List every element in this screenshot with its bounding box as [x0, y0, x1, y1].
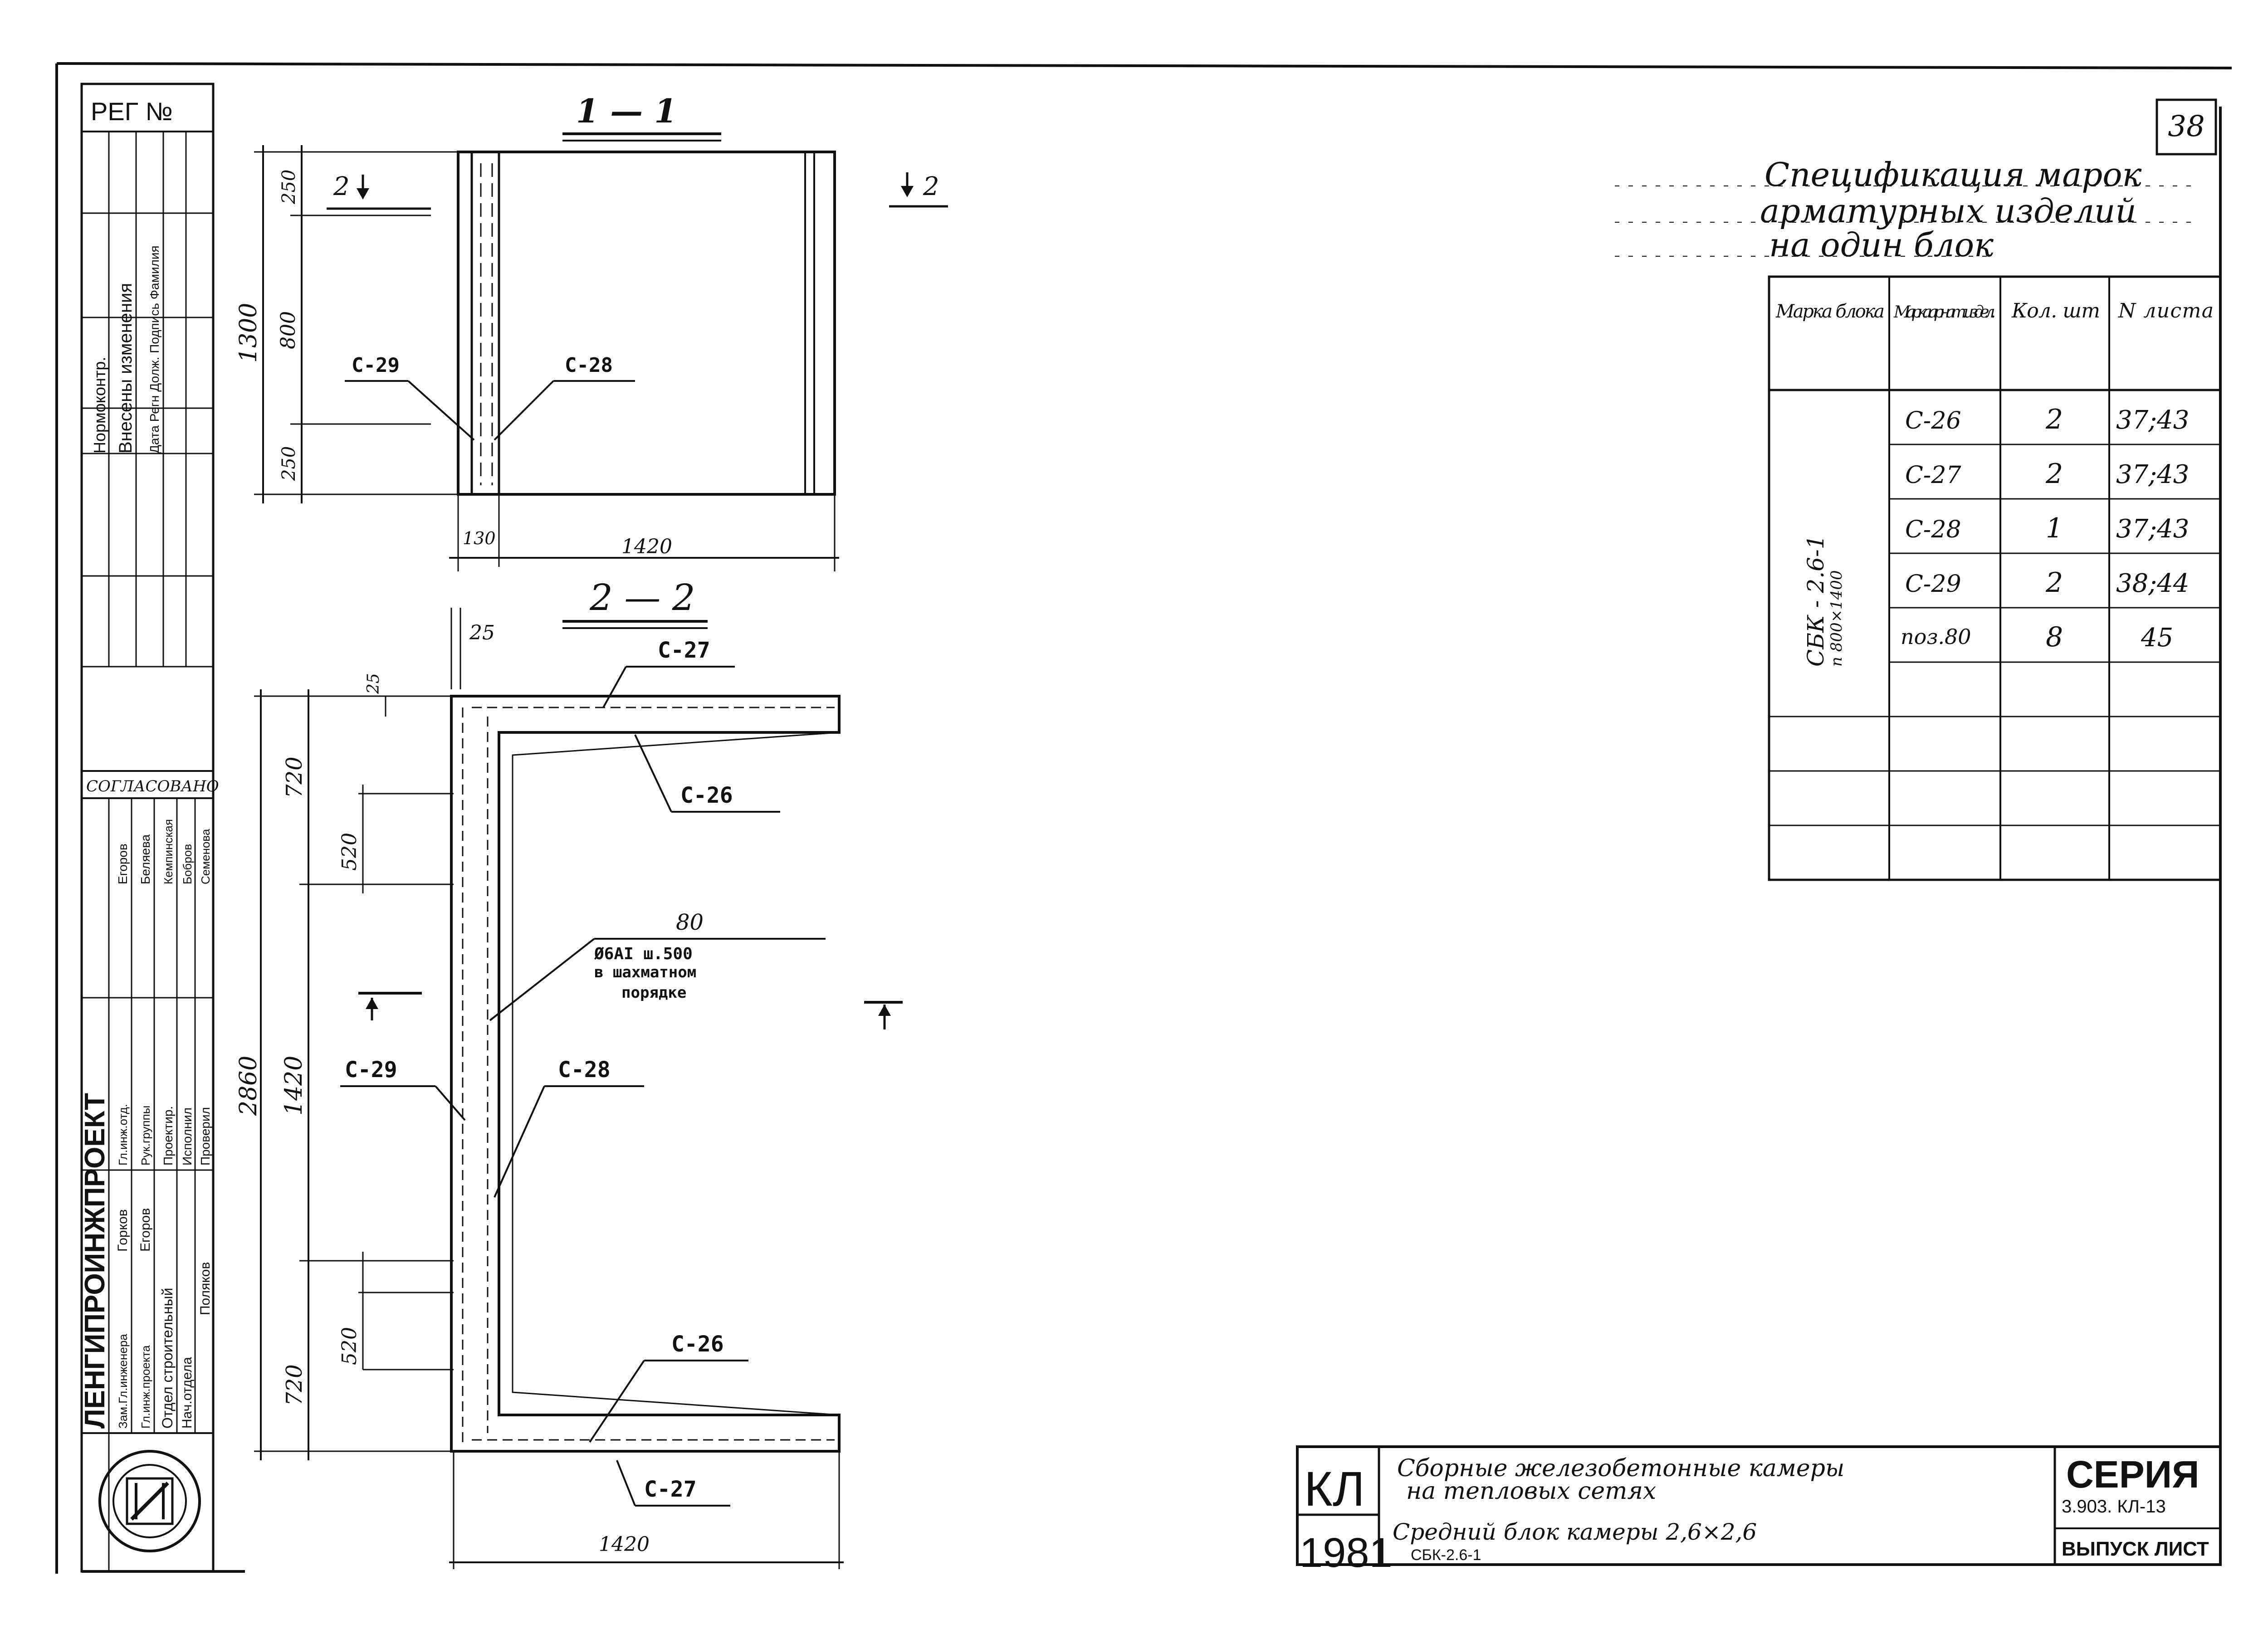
role-8: Исполнил: [180, 1107, 194, 1166]
changes-header-3: Дата Регн Долж. Подпись Фамилия: [147, 245, 161, 454]
section-1-1: 1 — 1 250 800 250 1300 2 2 С-29 С-: [235, 92, 948, 571]
name-8: Семенова: [199, 829, 212, 884]
spec-header-sheet: N листа: [2118, 299, 2214, 322]
spec-header-item: Марка арнат. издел.: [1893, 303, 1996, 322]
sheet-number-box: 38: [2156, 98, 2217, 156]
dim-1420-top: 1420: [621, 535, 672, 558]
spec-row-2-qty: 2: [2045, 458, 2063, 490]
spec-row-1-mark: С-26: [1905, 407, 1961, 434]
cut-mark-right-label: 2: [923, 172, 939, 201]
role-2: Гл.инж.проекта: [139, 1345, 152, 1429]
org-logo: [98, 1450, 201, 1552]
dim-130: 130: [463, 528, 496, 548]
name-5: Беляева: [138, 834, 152, 884]
s2-label-c27-bot: С-27: [644, 1477, 697, 1502]
dim-25-v: 25: [364, 673, 383, 694]
spec-header-block: Марка блока: [1775, 301, 1885, 322]
role-7: Проектир.: [161, 1106, 175, 1166]
spec-row-2-sheet: 37;43: [2116, 460, 2189, 489]
spec-row-4-sheet: 38;44: [2116, 569, 2189, 598]
s2-label-80: 80: [676, 910, 704, 935]
sheet-number: 38: [2168, 110, 2204, 143]
s2-label-c26-bot: С-26: [671, 1332, 724, 1357]
dim-250-bot: 250: [279, 446, 299, 481]
title-line-4: СБК-2.6-1: [1411, 1546, 1481, 1564]
spec-block-mark: СБК - 2.6-1: [1803, 535, 1829, 667]
dim-1300: 1300: [235, 303, 262, 363]
dim-720-bot: 720: [282, 1364, 307, 1406]
section-2-2-title: 2 — 2: [589, 576, 695, 619]
title-year: 1981: [1300, 1530, 1393, 1576]
dim-1420-mid: 1420: [280, 1056, 308, 1116]
title-line-3: Средний блок камеры 2,6×2,6: [1393, 1519, 1757, 1545]
issue-sheet-label: ВЫПУСК ЛИСТ: [2062, 1538, 2209, 1560]
org-name: ЛЕНГИПРОИНЖПРОЕКТ: [79, 1093, 111, 1429]
dim-800: 800: [277, 311, 300, 349]
name-4: Егоров: [116, 844, 130, 884]
changes-header-2: Внесены изменения: [116, 283, 136, 454]
side-stamp: РЕГ № Нормоконтр. Внесены изменения Дата…: [79, 83, 219, 1573]
specification: Спецификация марок арматурных изделий на…: [1615, 156, 2222, 881]
cut-mark-left-label: 2: [333, 172, 350, 201]
s2-note-line2: в шахматном: [594, 963, 696, 981]
title-line-1: Сборные железобетонные камеры: [1397, 1455, 1844, 1482]
dim-1420-bot: 1420: [599, 1533, 650, 1556]
role-3: Отдел строительный: [159, 1288, 176, 1429]
dim-520-bot: 520: [338, 1327, 361, 1365]
role-5: Гл.инж.отд.: [116, 1104, 130, 1166]
spec-row-4-mark: С-29: [1905, 571, 1961, 598]
changes-header-1: Нормоконтр.: [90, 357, 109, 454]
role-4: Нач.отдела: [180, 1357, 195, 1429]
name-2: Егоров: [138, 1208, 153, 1252]
reg-label: РЕГ №: [91, 97, 173, 126]
role-1: Зам.Гл.инженера: [116, 1334, 130, 1429]
spec-row-2-mark: С-27: [1905, 462, 1961, 489]
spec-header-qty: Кол. шт: [2011, 299, 2100, 322]
sheet-frame: [55, 62, 2232, 1574]
spec-title-3: на один блок: [1769, 226, 1994, 264]
s2-label-c28: С-28: [558, 1057, 611, 1083]
s2-label-c26-top: С-26: [680, 783, 733, 808]
spec-row-3-qty: 1: [2046, 512, 2063, 544]
name-6: Кемпинская: [161, 819, 175, 884]
agreed-label: СОГЛАСОВАНО: [86, 777, 219, 795]
spec-title-1: Спецификация марок: [1765, 156, 2142, 194]
dim-2860: 2860: [235, 1056, 262, 1116]
spec-row-5-qty: 8: [2046, 621, 2063, 653]
spec-row-3-sheet: 37;43: [2116, 514, 2189, 544]
s2-label-c27-top: С-27: [658, 638, 710, 663]
spec-row-5-mark: поз.80: [1901, 624, 1971, 649]
series-label: СЕРИЯ: [2066, 1453, 2199, 1496]
dim-720-top: 720: [282, 756, 307, 798]
dim-250-top: 250: [279, 170, 299, 205]
section-2-2: 2 — 2 720 520 1420 2860 520 720 25 25: [235, 576, 903, 1569]
spec-row-4-qty: 2: [2045, 567, 2063, 599]
series-number: 3.903. КЛ-13: [2062, 1497, 2166, 1517]
spec-row-1-qty: 2: [2045, 404, 2063, 435]
s2-note-line3: порядке: [621, 984, 686, 1002]
dim-520-top: 520: [338, 833, 361, 871]
role-9: Проверил: [198, 1107, 212, 1166]
section-1-1-title: 1 — 1: [576, 92, 677, 130]
s2-note-line1: Ø6АI ш.500: [594, 945, 693, 963]
title-block: КЛ 1981 Сборные железобетонные камеры на…: [1296, 1445, 2222, 1576]
s2-label-c29: С-29: [345, 1057, 397, 1083]
s1-label-c29: С-29: [352, 354, 400, 377]
name-7: Бобров: [181, 844, 194, 884]
spec-row-1-sheet: 37;43: [2116, 405, 2189, 435]
name-1: Горков: [115, 1209, 130, 1252]
spec-block-size: п 800×1400: [1828, 570, 1846, 667]
dim-25-h: 25: [469, 621, 495, 644]
name-3: Поляков: [198, 1262, 213, 1315]
role-6: Рук.группы: [139, 1106, 152, 1166]
title-line-2: на тепловых сетях: [1406, 1478, 1656, 1505]
s1-label-c28: С-28: [565, 354, 613, 377]
spec-title-2: арматурных изделий: [1760, 192, 2136, 230]
spec-row-5-sheet: 45: [2141, 623, 2173, 653]
spec-row-3-mark: С-28: [1905, 516, 1961, 543]
title-kl: КЛ: [1304, 1461, 1365, 1516]
